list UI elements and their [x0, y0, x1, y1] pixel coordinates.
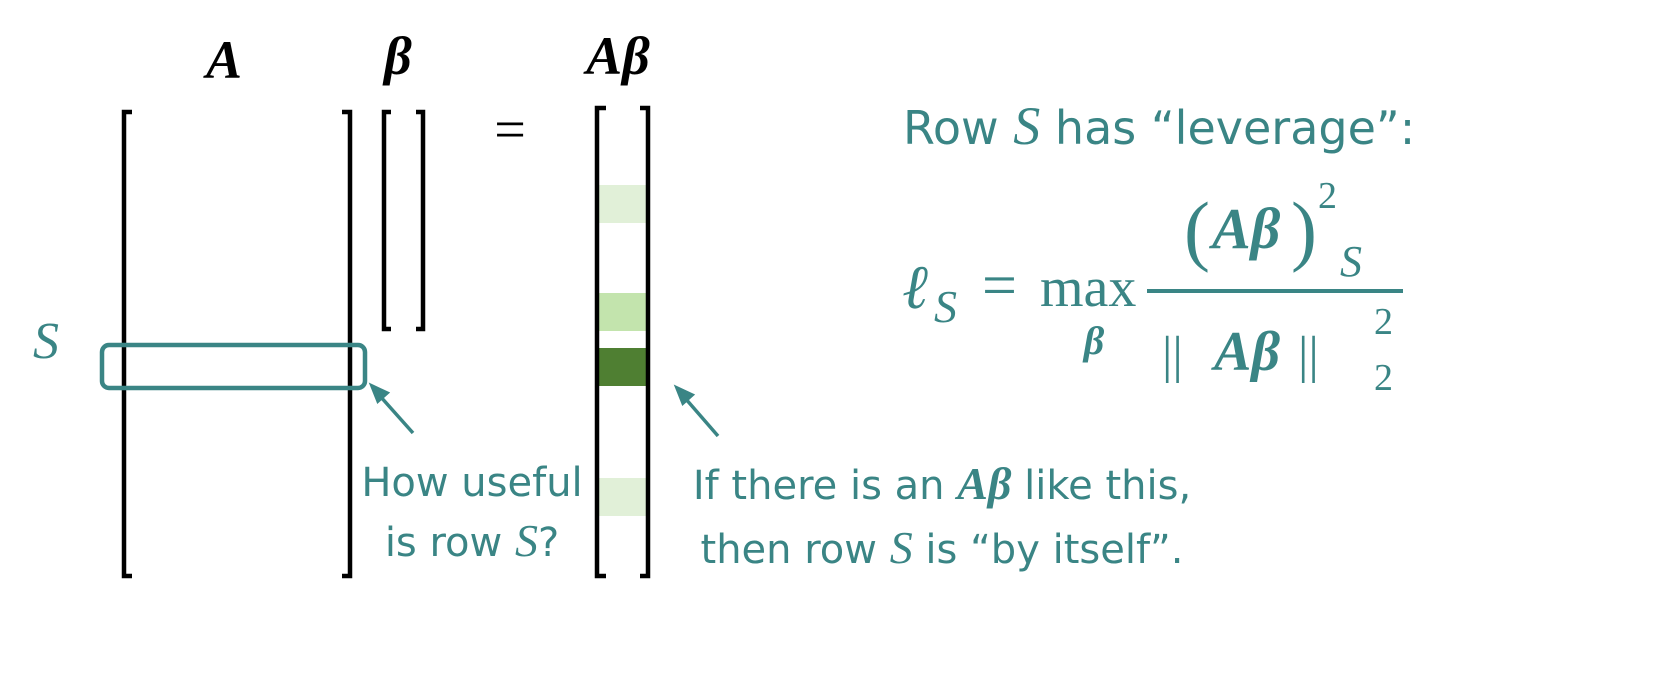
beta-left-bracket	[381, 109, 391, 332]
beta-label: β	[382, 26, 412, 86]
product-cell	[599, 293, 646, 331]
beta-vector	[381, 109, 426, 332]
annotation-product-line1-after: like this,	[1011, 463, 1191, 509]
formula-ell-subscript: S	[934, 281, 957, 332]
row-s-highlight	[99, 342, 368, 391]
annotation-product-line2-after: is “by itself”.	[913, 527, 1184, 573]
formula-ell: ℓ	[902, 254, 928, 322]
product-vector	[594, 105, 651, 579]
leverage-heading-symbol: S	[1013, 96, 1040, 156]
leverage-heading: Row S has “leverage”:	[903, 96, 1415, 156]
formula-denominator-superscript: 2	[1374, 301, 1393, 343]
product-label: Aβ	[583, 26, 650, 86]
formula-equals: =	[982, 252, 1017, 320]
formula-denominator-close: ||	[1298, 327, 1319, 384]
arrow-head-icon	[673, 384, 696, 406]
annotation-row-usefulness: How useful	[361, 460, 582, 506]
annotation-row-line2: is row S?	[385, 515, 559, 566]
arrow-head-icon	[368, 382, 391, 404]
product-cell	[599, 185, 646, 223]
annotation-row-symbol: S	[515, 515, 538, 566]
equals-sign: =	[494, 99, 526, 161]
annotation-product-line1-before: If there is an	[693, 463, 957, 509]
formula-fraction-bar	[1147, 289, 1403, 293]
annotation-row-line2-after: ?	[538, 520, 559, 566]
product-right-bracket	[640, 105, 651, 579]
formula-denominator-subscript: 2	[1374, 357, 1393, 399]
product-cell	[599, 348, 646, 386]
formula-numerator-open-paren: (	[1184, 186, 1210, 273]
product-vector-cells	[599, 185, 646, 516]
annotation-product-line2-before: then row	[701, 527, 890, 573]
leverage-heading-after: has “leverage”:	[1040, 101, 1415, 155]
formula-numerator-close-paren: )	[1291, 186, 1317, 273]
annotation-product-line2: then row S is “by itself”.	[701, 522, 1184, 573]
formula-max: max	[1040, 257, 1136, 319]
matrix-a-label: A	[203, 30, 242, 90]
arrow-to-row	[368, 382, 415, 435]
annotation-product-symbol-a-beta: Aβ	[954, 458, 1012, 509]
product-left-bracket	[594, 105, 606, 579]
formula-denominator-open: ||	[1162, 327, 1183, 384]
formula-numerator-subscript: S	[1340, 237, 1362, 286]
formula-numerator-body: Aβ	[1209, 196, 1281, 261]
leverage-formula: ℓ S = max β ( Aβ ) 2 S || Aβ || 2 2	[902, 175, 1403, 399]
annotation-product-line1: If there is an Aβ like this,	[693, 458, 1191, 509]
formula-denominator-body: Aβ	[1211, 321, 1280, 383]
formula-numerator-superscript: 2	[1318, 175, 1337, 217]
beta-right-bracket	[416, 109, 426, 332]
product-cell	[599, 478, 646, 516]
leverage-heading-before: Row	[903, 101, 1013, 155]
row-s-label: S	[33, 313, 59, 370]
annotation-row-line2-before: is row	[385, 520, 515, 566]
annotation-row-line1: How useful	[361, 460, 582, 506]
annotation-product-symbol-s: S	[890, 522, 913, 573]
arrow-to-product	[673, 384, 720, 438]
formula-max-subscript: β	[1082, 318, 1105, 363]
